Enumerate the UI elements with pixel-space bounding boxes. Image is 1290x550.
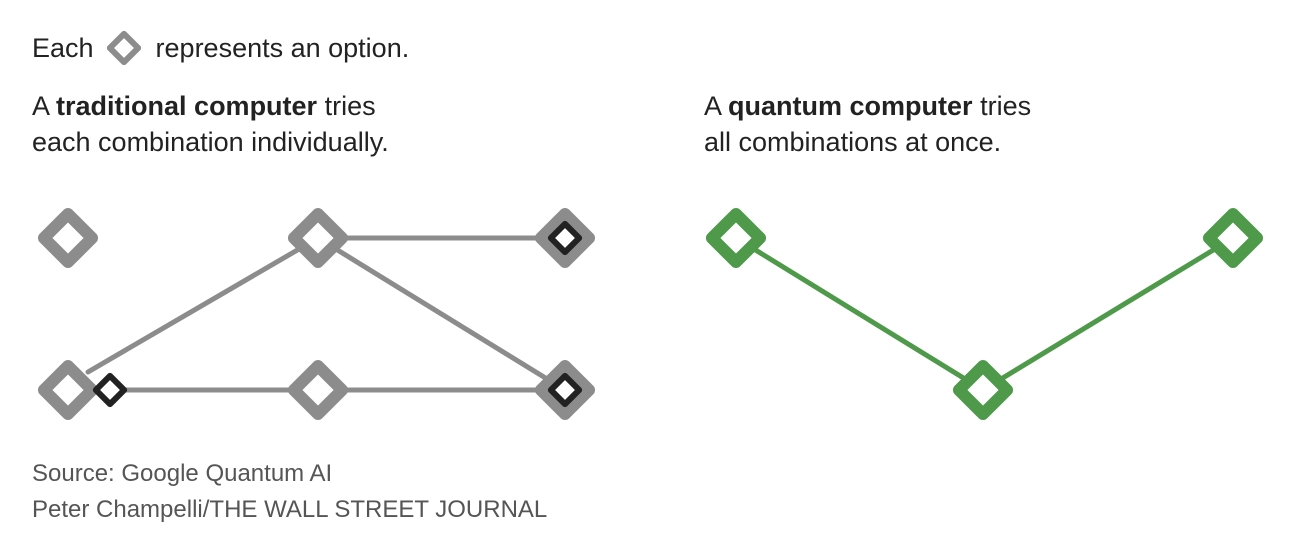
byline: Peter Champelli/THE WALL STREET JOURNAL bbox=[32, 496, 548, 523]
path-line bbox=[980, 235, 1236, 393]
traditional-caption-line1: A traditional computer tries bbox=[32, 88, 389, 124]
legend: Each represents an option. bbox=[32, 28, 409, 68]
quantum-diagram bbox=[705, 207, 1264, 421]
option-node bbox=[287, 359, 349, 421]
option-node-inner bbox=[547, 372, 583, 408]
quantum-caption-line2: all combinations at once. bbox=[704, 127, 1002, 157]
quantum-nodes bbox=[705, 207, 1264, 421]
diamond-icon bbox=[106, 30, 141, 66]
traditional-caption-line2: each combination individually. bbox=[32, 127, 389, 157]
legend-prefix: Each bbox=[32, 33, 94, 63]
quantum-paths bbox=[733, 235, 1236, 393]
traditional-bold: traditional computer bbox=[56, 91, 318, 121]
source-note: Source: Google Quantum AI bbox=[32, 460, 333, 487]
traditional-rest: tries bbox=[324, 91, 376, 121]
option-node bbox=[37, 207, 99, 269]
option-node bbox=[1202, 207, 1264, 269]
traditional-diagram bbox=[37, 207, 596, 421]
quantum-bold: quantum computer bbox=[728, 91, 973, 121]
traditional-lead: A bbox=[32, 91, 49, 121]
legend-suffix: represents an option. bbox=[155, 33, 410, 63]
path-line bbox=[85, 235, 321, 375]
credits: Source: Google Quantum AI Peter Champell… bbox=[32, 456, 547, 528]
quantum-caption-line1: A quantum computer tries bbox=[704, 88, 1031, 124]
path-line bbox=[733, 235, 986, 393]
option-node-inner bbox=[92, 372, 128, 408]
option-node bbox=[952, 359, 1014, 421]
path-line bbox=[315, 235, 568, 393]
option-node-inner bbox=[547, 220, 583, 256]
quantum-lead: A bbox=[704, 91, 721, 121]
traditional-caption: A traditional computer tries each combin… bbox=[32, 88, 389, 160]
option-node bbox=[37, 359, 99, 421]
option-node bbox=[705, 207, 767, 269]
traditional-nodes bbox=[37, 207, 596, 421]
quantum-caption: A quantum computer tries all combination… bbox=[704, 88, 1031, 160]
option-node bbox=[287, 207, 349, 269]
quantum-rest: tries bbox=[980, 91, 1032, 121]
